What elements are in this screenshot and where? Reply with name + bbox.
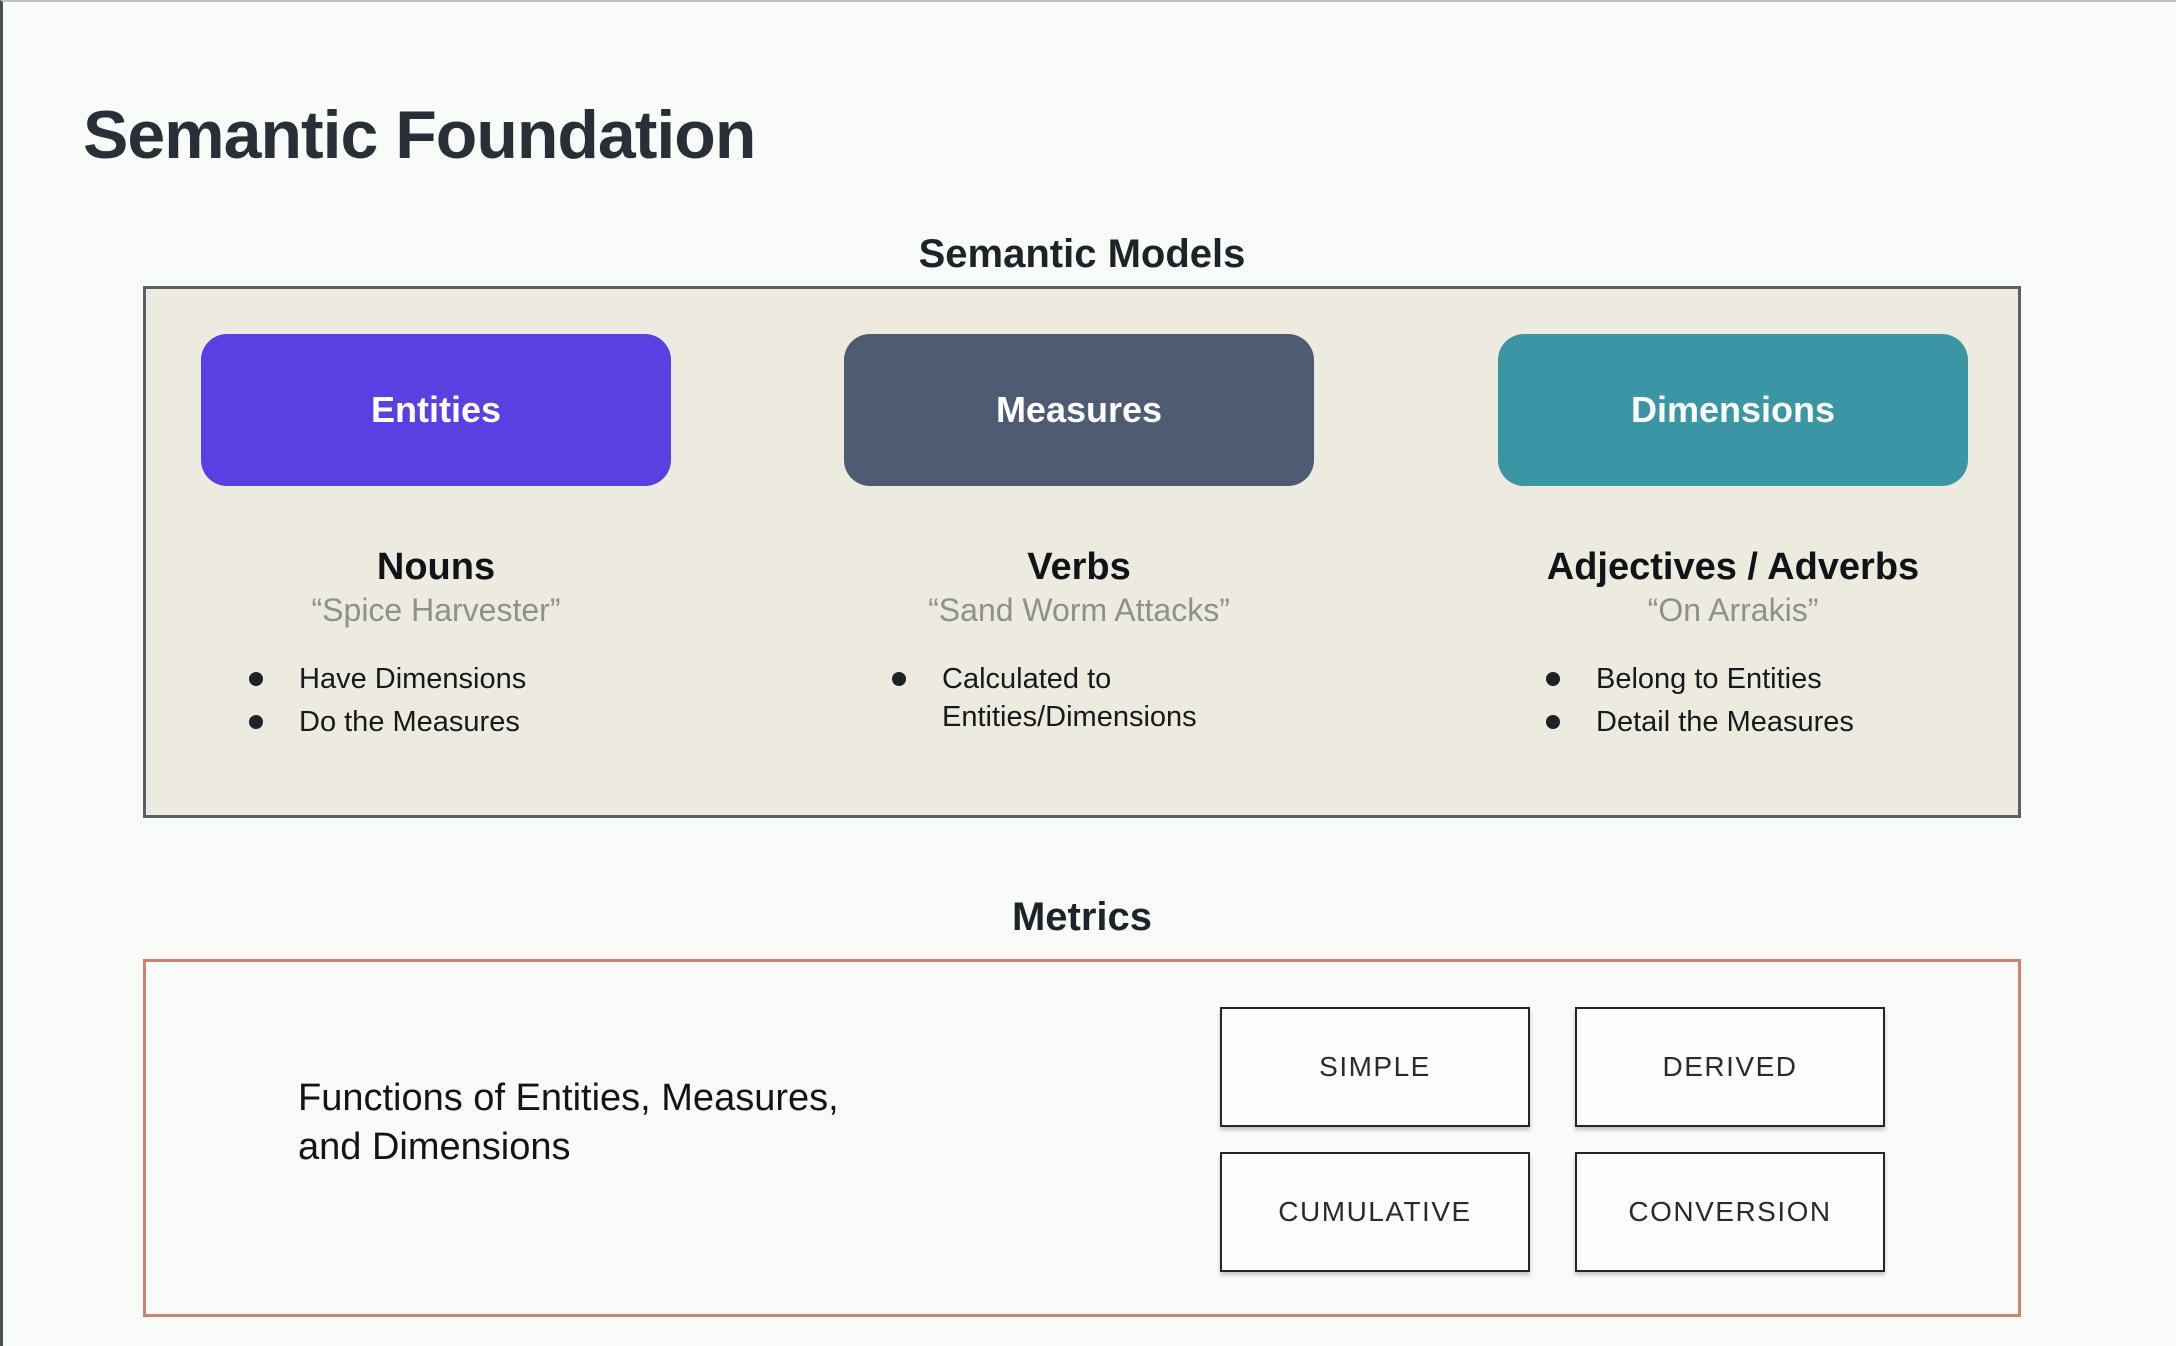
- bullet-dot-icon: [1546, 672, 1560, 686]
- bullet-item: Belong to Entities: [1498, 660, 1968, 698]
- bullet-item: Do the Measures: [201, 703, 671, 741]
- bullet-item: Detail the Measures: [1498, 703, 1968, 741]
- entities-chip: Entities: [201, 334, 671, 486]
- metric-type-grid: SIMPLE DERIVED CUMULATIVE CONVERSION: [1220, 1007, 1885, 1272]
- bullet-text: Calculated to Entities/Dimensions: [942, 663, 1197, 733]
- metrics-description-line-2: and Dimensions: [298, 1126, 571, 1168]
- bullet-text: Do the Measures: [299, 706, 520, 738]
- page-title: Semantic Foundation: [83, 96, 756, 173]
- bullet-dot-icon: [249, 715, 263, 729]
- bullet-item: Have Dimensions: [201, 660, 671, 698]
- column-entities: Entities Nouns “Spice Harvester” Have Di…: [201, 334, 671, 741]
- bullet-item: Calculated to Entities/Dimensions: [844, 660, 1314, 736]
- semantic-models-panel: Entities Nouns “Spice Harvester” Have Di…: [143, 286, 2021, 818]
- bullet-text: Have Dimensions: [299, 663, 527, 695]
- dimensions-bullet-list: Belong to Entities Detail the Measures: [1498, 660, 1968, 741]
- metrics-panel: Functions of Entities, Measures, and Dim…: [143, 959, 2021, 1317]
- metric-type-conversion: CONVERSION: [1575, 1152, 1885, 1272]
- bullet-dot-icon: [1546, 715, 1560, 729]
- measures-chip: Measures: [844, 334, 1314, 486]
- bullet-dot-icon: [249, 672, 263, 686]
- section-label-metrics: Metrics: [1011, 895, 1153, 939]
- column-dimensions: Dimensions Adjectives / Adverbs “On Arra…: [1498, 334, 1968, 741]
- metrics-description: Functions of Entities, Measures, and Dim…: [298, 1074, 839, 1172]
- dimensions-chip: Dimensions: [1498, 334, 1968, 486]
- dimensions-quote: “On Arrakis”: [1647, 592, 1819, 628]
- metric-type-cumulative: CUMULATIVE: [1220, 1152, 1530, 1272]
- measures-bullet-list: Calculated to Entities/Dimensions: [844, 660, 1314, 736]
- dimensions-heading: Adjectives / Adverbs: [1546, 546, 1920, 588]
- entities-quote: “Spice Harvester”: [311, 592, 561, 628]
- measures-heading: Verbs: [1027, 546, 1131, 588]
- metrics-description-line-1: Functions of Entities, Measures,: [298, 1077, 839, 1119]
- entities-bullet-list: Have Dimensions Do the Measures: [201, 660, 671, 741]
- bullet-text: Detail the Measures: [1596, 706, 1854, 738]
- bullet-text: Belong to Entities: [1596, 663, 1822, 695]
- section-label-semantic-models: Semantic Models: [918, 232, 1246, 276]
- bullet-dot-icon: [892, 672, 906, 686]
- measures-quote: “Sand Worm Attacks”: [928, 592, 1230, 628]
- column-measures: Measures Verbs “Sand Worm Attacks” Calcu…: [844, 334, 1314, 736]
- entities-heading: Nouns: [376, 546, 496, 588]
- metric-type-derived: DERIVED: [1575, 1007, 1885, 1127]
- metric-type-simple: SIMPLE: [1220, 1007, 1530, 1127]
